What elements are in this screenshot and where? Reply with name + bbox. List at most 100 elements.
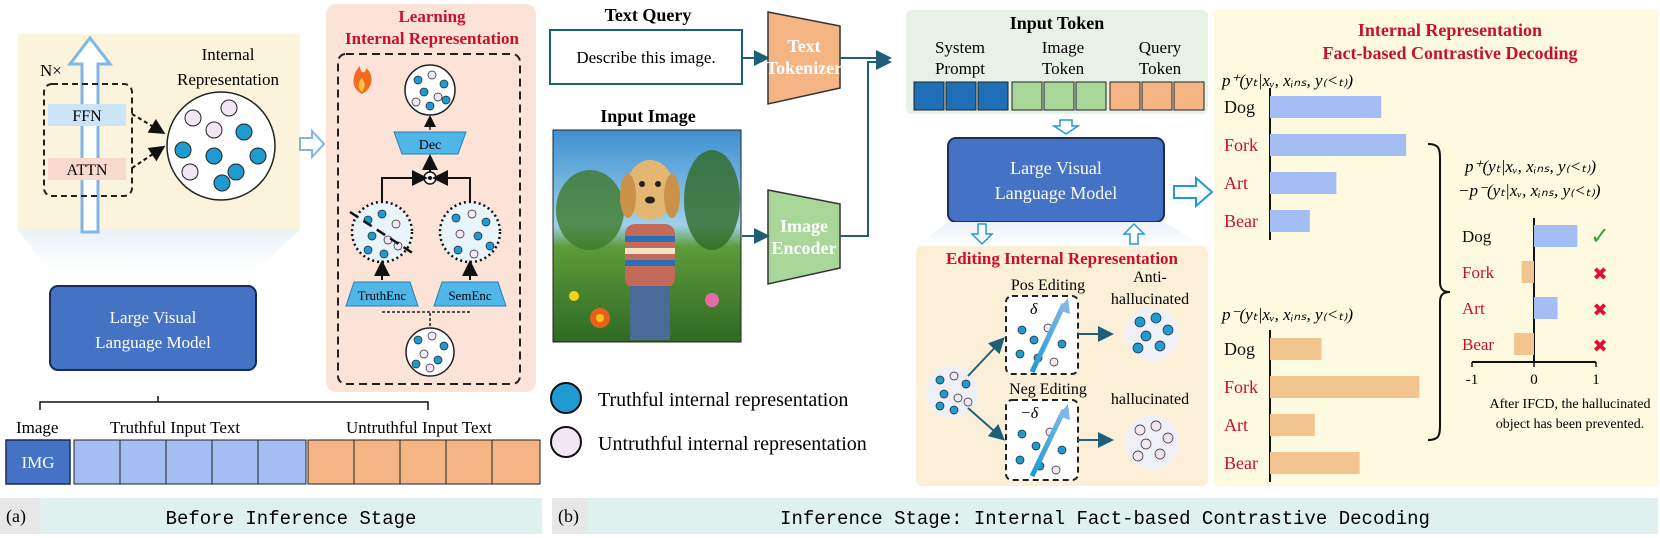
neg-bar-art: [1270, 414, 1315, 436]
diff-label-bear: Bear: [1462, 335, 1494, 354]
encoder-to-tokens-arrow: [840, 54, 892, 237]
input-image: [552, 129, 742, 343]
query-token-line2: Token: [1139, 59, 1182, 78]
diff-bar-art: [1534, 297, 1558, 319]
source-to-neg-arrow: [967, 407, 1005, 441]
neg-delta: −δ: [1020, 405, 1039, 422]
ifcd-title-line2: Fact-based Contrastive Decoding: [1323, 43, 1578, 63]
lvlm-box-a: [49, 285, 257, 371]
pos-bar-art: [1270, 172, 1337, 194]
internal-rep-dots: [174, 99, 267, 192]
diff-bar-fork: [1521, 261, 1534, 283]
lvlm-box-b: [947, 137, 1165, 223]
neg-editing-label: Neg Editing: [1009, 381, 1087, 398]
legend-truthful-label: Truthful internal representation: [598, 389, 848, 411]
anti-hallucinated-dots: [1132, 312, 1174, 354]
transformer-block-frame: [43, 83, 133, 197]
pos-label-dog: Dog: [1224, 97, 1255, 117]
neg-label-bear: Bear: [1224, 453, 1258, 473]
semenc-label: SemEnc: [448, 288, 492, 303]
internal-rep-line1: Internal: [202, 45, 255, 64]
footer-b-title: Inference Stage: Internal Fact-based Con…: [780, 508, 1430, 530]
layer-stack-arrow: [66, 35, 114, 234]
legend-untruthful-dot: [550, 426, 582, 458]
truthenc-block: [345, 281, 419, 307]
sum-node-center: [428, 176, 432, 180]
diff-bar-bear: [1514, 333, 1534, 355]
truthenc-label: TruthEnc: [358, 288, 407, 303]
footer-a-letter-bg: [0, 498, 40, 534]
input-split-lines: [382, 311, 470, 326]
untruthful-token-row: [307, 439, 541, 485]
footer-a-bar: [40, 498, 542, 534]
semenc-block: [433, 281, 507, 307]
panel-a: N× FFN ATTN Internal Representation Larg…: [0, 34, 542, 534]
ifcd-note-line2: object has been prevented.: [1496, 417, 1645, 432]
pos-label-bear: Bear: [1224, 211, 1258, 231]
pos-label-art: Art: [1224, 173, 1248, 193]
neg-label-fork: Fork: [1224, 377, 1258, 397]
pos-bar-dog: [1270, 96, 1382, 118]
zoom-trapezoid: [18, 230, 300, 270]
source-rep-dots: [935, 371, 973, 415]
diff-tick-label-1: 0: [1530, 372, 1538, 388]
system-prompt-line2: Prompt: [935, 59, 985, 78]
ffn-label: FFN: [72, 108, 102, 125]
learning-title-line2: Internal Representation: [345, 29, 519, 48]
pos-delta-arrowhead: [1058, 298, 1070, 314]
tokens-to-lvlm-arrow: [1051, 119, 1081, 135]
ifcd-panel: Internal Representation Fact-based Contr…: [1214, 10, 1658, 486]
lvlm-b-line1: Large Visual: [1010, 158, 1102, 178]
query-text: Describe this image.: [576, 48, 715, 67]
reconstructed-rep-dots: [411, 70, 451, 111]
diff-formula-line2: −p⁻(yₜ|xᵥ, xᵢₙₛ, y₍<ₜ₎): [1458, 181, 1601, 200]
footer-b-letter-bg: [552, 498, 588, 534]
neg-bar-fork: [1270, 376, 1420, 398]
pos-delta-arrow: [1029, 302, 1067, 374]
internal-rep-line2: Representation: [177, 70, 279, 89]
query-box: [549, 29, 743, 85]
lvlm-to-editing-arrow: [970, 223, 994, 246]
n-times-label: N×: [40, 61, 62, 80]
ffn-block: [48, 104, 126, 126]
learning-panel: Learning Internal Representation Dec: [326, 4, 536, 392]
lvlm-a-line1: Large Visual: [110, 308, 197, 327]
input-token-title: Input Token: [1010, 13, 1105, 33]
panel-b-inputs: Text Query Describe this image. Input Im…: [549, 5, 1658, 534]
footer-a-letter: (a): [6, 506, 26, 527]
diff-label-art: Art: [1462, 299, 1485, 318]
attn-label: ATTN: [67, 162, 108, 179]
lvlm-b-line2: Language Model: [995, 183, 1117, 203]
anti-line2: hallucinated: [1111, 291, 1189, 308]
legend-untruthful-label: Untruthful internal representation: [598, 433, 867, 455]
truth-boundary-line: [349, 210, 415, 256]
pos-label-fork: Fork: [1224, 135, 1258, 155]
truthful-token-row: [73, 439, 307, 485]
p-minus-formula: p⁻(yₜ|xᵥ, xᵢₙₛ, y₍<ₜ₎): [1221, 305, 1353, 324]
ifcd-title-line1: Internal Representation: [1358, 20, 1542, 40]
image-encoder-block: [767, 189, 841, 285]
dec-label: Dec: [419, 138, 442, 153]
attn-to-rep-arrow: [131, 145, 166, 169]
editing-panel: Editing Internal Representation Pos Edit…: [916, 246, 1208, 486]
zoom-trapezoid-b: [916, 222, 1204, 246]
pos-editing-label: Pos Editing: [1011, 277, 1085, 294]
attn-block: [48, 158, 126, 180]
dec-block: [393, 131, 467, 155]
ifcd-background: [1214, 10, 1658, 486]
footer-a-title: Before Inference Stage: [166, 508, 417, 530]
diff-tick-label-2: 1: [1592, 372, 1600, 388]
source-to-pos-arrow: [967, 337, 1005, 377]
ffn-to-rep-arrow: [131, 113, 166, 135]
check-icon: ✓: [1590, 224, 1610, 250]
image-token-line2: Token: [1042, 59, 1085, 78]
img-token: [5, 439, 71, 485]
learning-title-line1: Learning: [398, 7, 466, 26]
neg-label-dog: Dog: [1224, 339, 1255, 359]
pos-bar-bear: [1270, 210, 1310, 232]
text-tokenizer-line1: Text: [787, 36, 820, 56]
lvlm-to-ifcd-arrow: [1173, 175, 1214, 209]
